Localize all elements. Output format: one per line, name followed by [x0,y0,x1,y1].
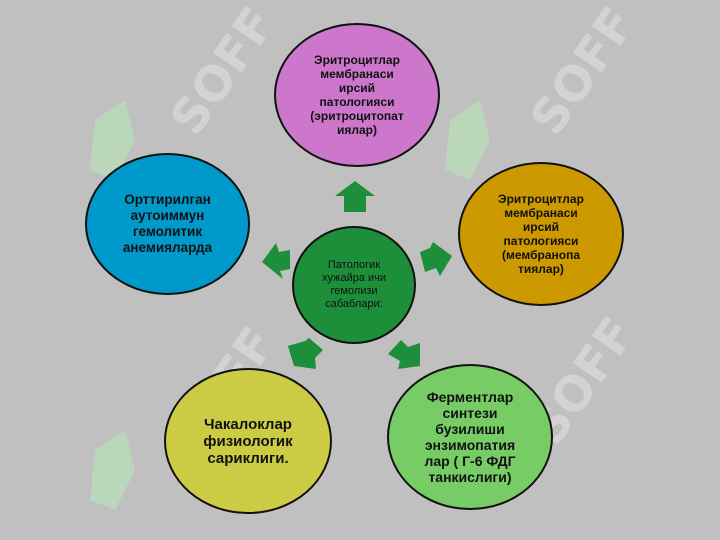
arrow-right-icon [420,242,452,276]
node-label: Ферментлар синтези бузилиши энзимопатия … [424,389,516,485]
arrow-down-left-icon [288,338,323,369]
node-membrane-pathology-membranopathy: Эритроцитлар мембранаси ирсий патологияс… [458,162,624,306]
node-label: Эритроцитлар мембранаси ирсий патологияс… [310,53,404,137]
node-membrane-pathology-erythrocytopathy: Эритроцитлар мембранаси ирсий патологияс… [274,23,440,167]
arrow-down-right-icon [388,340,420,369]
node-label: Орттирилган аутоиммун гемолитик анемияла… [122,192,213,255]
node-label: Эритроцитлар мембранаси ирсий патологияс… [498,192,584,276]
node-center-causes: Патологик хужайра ичи гемолизи сабаблари… [292,226,416,344]
node-enzymopathy: Ферментлар синтези бузилиши энзимопатия … [387,364,553,510]
node-label: Патологик хужайра ичи гемолизи сабаблари… [321,259,387,310]
arrow-up-icon [335,181,375,212]
node-label: Чакалоклар физиологик сариклиги. [203,415,293,467]
node-neonatal-jaundice: Чакалоклар физиологик сариклиги. [164,368,332,514]
node-autoimmune-hemolytic-anemia: Орттирилган аутоиммун гемолитик анемияла… [85,153,250,295]
arrow-left-icon [262,243,290,279]
